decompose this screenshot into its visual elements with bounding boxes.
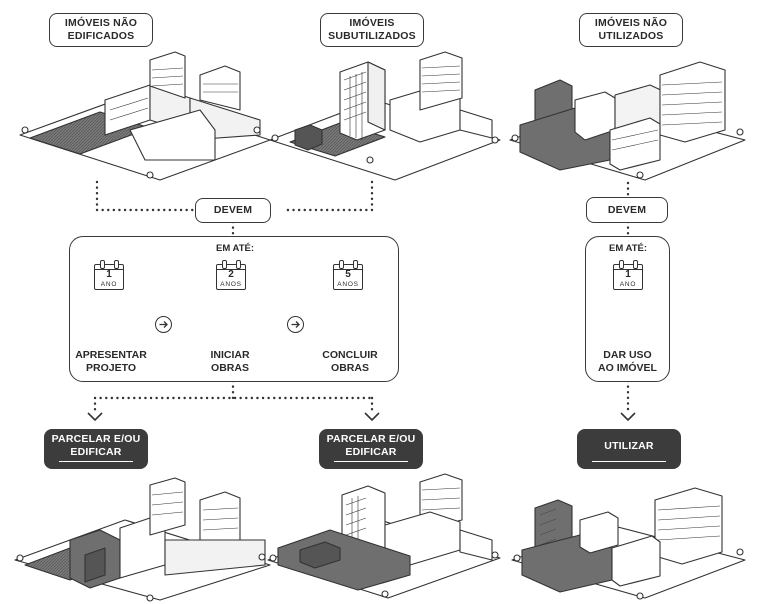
chevron-down-icon — [620, 412, 636, 422]
block-vacant-lot-after — [14, 477, 271, 602]
calendar-unit: ANO — [619, 281, 637, 288]
calendar-icon: 1 ANO — [613, 260, 643, 290]
chevron-down-icon — [87, 412, 103, 422]
arrow-right-icon — [287, 316, 304, 333]
chevron-down-icon — [364, 412, 380, 422]
label-underused-properties: IMÓVEIS SUBUTILIZADOS — [320, 13, 424, 47]
calendar-number: 5 — [345, 269, 351, 280]
calendar-icon: 2 ANOS — [216, 260, 246, 290]
devem-box-right: DEVEM — [586, 197, 668, 223]
devem-box-left: DEVEM — [195, 198, 271, 223]
panel-deadlines — [69, 236, 399, 382]
block-underused-before — [269, 51, 501, 181]
calendar-icon: 1 ANO — [94, 260, 124, 290]
step-label-finish-works: CONCLUIR OBRAS — [322, 349, 378, 374]
calendar-unit: ANOS — [220, 281, 242, 288]
block-unused-after — [511, 487, 746, 600]
calendar-icon: 5 ANOS — [333, 260, 363, 290]
chevrons — [87, 412, 636, 422]
step-label-start-works: INICIAR OBRAS — [210, 349, 250, 374]
em-ate-left: EM ATÉ: — [216, 243, 254, 254]
arrow-right-icon — [155, 316, 172, 333]
outcome-parcel-build-left: PARCELAR E/OU EDIFICAR — [44, 429, 148, 469]
outcome-parcel-build-middle: PARCELAR E/OU EDIFICAR — [319, 429, 423, 469]
calendar-unit: ANO — [100, 281, 118, 288]
block-unused-before — [509, 61, 746, 181]
step-label-present-project: APRESENTAR PROJETO — [75, 349, 147, 374]
calendar-number: 2 — [228, 269, 234, 280]
em-ate-right: EM ATÉ: — [609, 243, 647, 254]
calendar-number: 1 — [625, 269, 631, 280]
label-unused-properties: IMÓVEIS NÃO UTILIZADOS — [579, 13, 683, 47]
panel-unused-deadline — [585, 236, 670, 382]
outcome-utilize: UTILIZAR — [577, 429, 681, 469]
block-underused-after — [267, 473, 501, 599]
block-vacant-lot-before — [19, 51, 271, 181]
calendar-unit: ANOS — [337, 281, 359, 288]
label-unbuilt-properties: IMÓVEIS NÃO EDIFICADOS — [49, 13, 153, 47]
calendar-number: 1 — [106, 269, 112, 280]
dotted-connectors — [93, 180, 630, 415]
step-label-use-property: DAR USO AO IMÓVEL — [598, 349, 657, 374]
